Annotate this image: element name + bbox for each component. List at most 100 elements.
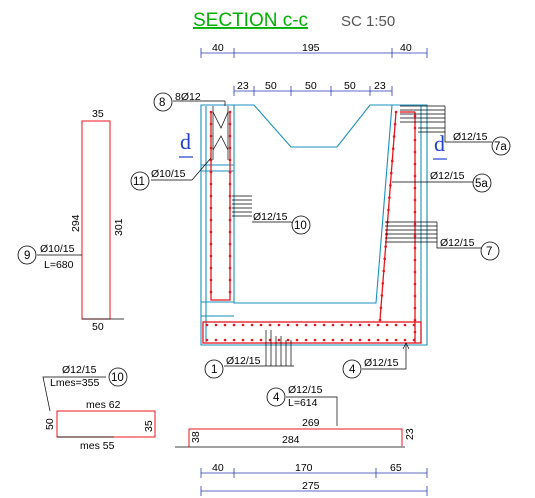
rebar-dot bbox=[379, 306, 383, 310]
label-bar-7a: Ø12/15 bbox=[453, 131, 488, 143]
schedule-bar-4-top: 269 bbox=[302, 417, 320, 429]
schedule-bar-9-label: Ø10/15 bbox=[40, 243, 75, 255]
rebar-dot bbox=[295, 323, 299, 327]
rebar-dot bbox=[232, 323, 236, 327]
rebar-dot bbox=[383, 257, 387, 261]
rebar-dot bbox=[209, 194, 213, 198]
section-mark-left: d bbox=[180, 129, 191, 154]
rebar-dot bbox=[403, 338, 407, 342]
rebar-dot bbox=[390, 159, 394, 163]
rebar-dot bbox=[228, 194, 232, 198]
rebar-dot bbox=[413, 126, 417, 130]
bar-4-leader bbox=[362, 342, 410, 370]
rebar-dot bbox=[223, 338, 227, 342]
rebar-dot bbox=[331, 338, 335, 342]
rebar-dot bbox=[413, 294, 417, 298]
callout-circles bbox=[17, 92, 511, 407]
schedule-bar-10-left: 50 bbox=[44, 418, 56, 430]
rebar-dot bbox=[228, 134, 232, 138]
rebar-dot bbox=[250, 338, 254, 342]
callout-4: 4 bbox=[349, 364, 356, 376]
callout-11: 11 bbox=[133, 176, 145, 188]
rebar-dot bbox=[228, 146, 232, 150]
rebar-dot bbox=[349, 338, 353, 342]
rebar-dot bbox=[241, 323, 245, 327]
dim-channel-4: 50 bbox=[344, 80, 356, 92]
concrete-outline bbox=[200, 104, 428, 346]
rebar-dot bbox=[331, 323, 335, 327]
label-bar-4: Ø12/15 bbox=[364, 357, 399, 369]
schedule-bar-10-top: mes 62 bbox=[86, 399, 121, 411]
rebar-dot bbox=[413, 306, 417, 310]
schedule-bar-10-leader bbox=[42, 376, 106, 412]
label-bar-10: Ø12/15 bbox=[253, 211, 288, 223]
rebar-dot bbox=[391, 147, 395, 151]
rebar-dot bbox=[413, 258, 417, 262]
label-bar-5a: Ø12/15 bbox=[430, 170, 465, 182]
bar-1-detail bbox=[224, 330, 294, 367]
rebar-dot bbox=[389, 171, 393, 175]
rebar-dot bbox=[393, 122, 397, 126]
rebar-dot bbox=[228, 110, 232, 114]
rebar-dot bbox=[413, 114, 417, 118]
rebar-dot bbox=[250, 323, 254, 327]
schedule-bar-10-bottom: mes 55 bbox=[80, 440, 115, 452]
callout-8: 8 bbox=[159, 97, 165, 109]
dim-channel-5: 23 bbox=[374, 80, 386, 92]
schedule-bar-4-shape bbox=[188, 428, 403, 447]
rebar-dot bbox=[385, 338, 389, 342]
rebar-dot bbox=[385, 323, 389, 327]
rebar-dot bbox=[381, 281, 385, 285]
rebar-dot bbox=[259, 323, 263, 327]
rebar-dot bbox=[388, 196, 391, 199]
dim-top-right: 40 bbox=[400, 42, 412, 54]
rebar-lines bbox=[202, 111, 422, 344]
rebar-dot bbox=[413, 222, 417, 226]
rebar-dot bbox=[358, 338, 362, 342]
rebar-dot bbox=[413, 318, 417, 322]
rebar-dot bbox=[394, 110, 398, 114]
callout-7a: 7a bbox=[494, 141, 507, 153]
bottom-dimension bbox=[200, 468, 428, 496]
rebar-dot bbox=[412, 323, 416, 327]
rebar-dot bbox=[389, 184, 392, 187]
rebar-dot bbox=[209, 230, 213, 234]
rebar-dot bbox=[413, 246, 417, 250]
rebar-dot bbox=[228, 158, 232, 162]
rebar-dot bbox=[380, 294, 384, 297]
rebar-dot bbox=[413, 234, 417, 238]
rebar-dot bbox=[228, 242, 232, 246]
callout-1: 1 bbox=[211, 364, 217, 376]
rebar-dot bbox=[205, 323, 209, 327]
label-bar-11: Ø10/15 bbox=[151, 168, 186, 180]
rebar-dot bbox=[413, 198, 417, 202]
rebar-dot bbox=[259, 338, 263, 342]
rebar-dot bbox=[209, 242, 213, 246]
schedule-bar-10-shape bbox=[56, 410, 156, 438]
callout-9: 9 bbox=[24, 250, 30, 262]
schedule-bar-9-top: 35 bbox=[92, 108, 104, 120]
schedule-bar-9-outer: 301 bbox=[113, 218, 125, 236]
rebar-dot bbox=[367, 338, 371, 342]
bar-11-leader bbox=[151, 157, 212, 181]
schedule-bar-4-middle: 284 bbox=[282, 434, 300, 446]
rebar-dot bbox=[209, 146, 213, 150]
rebar-dot bbox=[382, 269, 386, 273]
rebar-dot bbox=[376, 338, 380, 342]
rebar-dot bbox=[228, 278, 232, 282]
rebar-dot bbox=[304, 323, 308, 327]
rebar-dot bbox=[286, 338, 290, 342]
rebar-dot bbox=[228, 206, 232, 210]
rebar-dot bbox=[349, 323, 353, 327]
rebar-dot bbox=[322, 338, 326, 342]
rebar-dot bbox=[228, 266, 232, 270]
dim-top-middle: 195 bbox=[302, 42, 320, 54]
right-wall-bars bbox=[385, 105, 492, 249]
schedule-bar-9-inner: 294 bbox=[70, 214, 82, 232]
rebar-dot bbox=[268, 323, 272, 327]
rebar-dot bbox=[413, 210, 417, 214]
dim-bottom-right: 65 bbox=[390, 462, 402, 474]
rebar-dot bbox=[304, 338, 308, 342]
label-bar-7: Ø12/15 bbox=[440, 237, 475, 249]
